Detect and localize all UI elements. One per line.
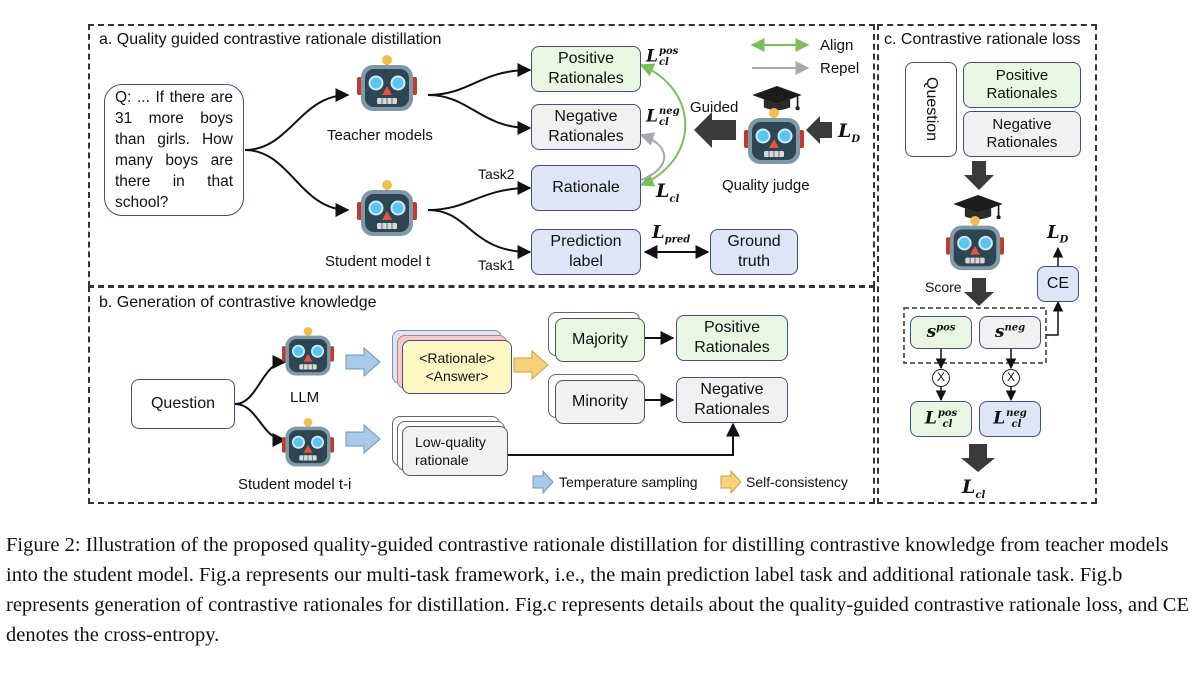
legend-repel-label: Repel — [820, 60, 860, 77]
card-line-2: <Answer> — [425, 368, 489, 384]
majority-box: Majority — [555, 318, 645, 362]
teacher-robot-icon — [357, 55, 417, 112]
task2-label: Task2 — [478, 166, 515, 182]
positive-rationales-b-text: Positive Rationales — [694, 319, 770, 356]
negative-rationales-b-text: Negative Rationales — [694, 381, 770, 418]
student-ti-robot-icon — [282, 418, 334, 468]
prediction-label-box: Prediction label — [531, 229, 641, 275]
positive-rationales-c-box: Positive Rationales — [963, 62, 1081, 108]
loss-cl-label: Lcl — [656, 180, 680, 205]
llm-label: LLM — [290, 389, 320, 406]
llm-robot-icon — [282, 327, 334, 377]
positive-rationales-b-box: Positive Rationales — [676, 315, 788, 361]
s-neg-text: sneg — [994, 322, 1026, 342]
multiply-neg-icon: X — [1002, 369, 1020, 387]
rationale-answer-card: <Rationale> <Answer> — [402, 340, 512, 394]
positive-rationales-box: Positive Rationales — [531, 46, 641, 92]
multiply-pos-icon: X — [932, 369, 950, 387]
rationale-box: Rationale — [531, 165, 641, 211]
minority-box: Minority — [555, 380, 645, 424]
lcl-label-c: Lcl — [962, 476, 986, 501]
negative-rationales-c-box: Negative Rationales — [963, 111, 1081, 157]
ld-label-c: LD — [1047, 222, 1069, 246]
ce-text: CE — [1046, 275, 1070, 292]
negative-rationales-b-box: Negative Rationales — [676, 377, 788, 423]
task1-label: Task1 — [478, 257, 515, 273]
panel-c — [877, 24, 1097, 504]
judge-robot-c-icon — [945, 216, 1005, 272]
minority-text: Minority — [571, 393, 628, 410]
quality-judge-label: Quality judge — [722, 177, 810, 194]
panel-a-title: a. Quality guided contrastive rationale … — [99, 31, 442, 48]
question-box-b: Question — [131, 379, 235, 429]
ground-truth-box: Ground truth — [710, 229, 798, 275]
student-model-label: Student model t — [325, 253, 431, 270]
legend-self-label: Self-consistency — [746, 474, 848, 490]
s-pos-box: spos — [910, 316, 972, 349]
s-neg-box: sneg — [979, 316, 1041, 349]
score-label: Score — [925, 279, 962, 295]
low-quality-box: Low-quality rationale — [402, 426, 508, 476]
question-box: Q: ... If there are 31 more boys than gi… — [104, 84, 244, 216]
ce-box: CE — [1037, 266, 1079, 302]
legend-align-label: Align — [820, 37, 854, 54]
ground-truth-text: Ground truth — [727, 233, 781, 270]
quality-judge-robot-icon — [743, 108, 805, 165]
panel-c-title: c. Contrastive rationale loss — [884, 31, 1081, 48]
student-robot-icon — [357, 180, 417, 237]
positive-rationales-c-text: Positive Rationales — [986, 67, 1058, 102]
legend-temp-label: Temperature sampling — [559, 474, 698, 490]
panel-b — [88, 286, 875, 504]
loss-d-label: LD — [838, 120, 861, 145]
panel-b-title: b. Generation of contrastive knowledge — [99, 294, 377, 311]
question-box-c: Question — [905, 62, 957, 157]
negative-rationales-text: Negative Rationales — [548, 108, 624, 145]
loss-pred-label: Lpred — [652, 222, 691, 246]
question-c-text: Question — [923, 77, 940, 142]
s-pos-text: spos — [926, 322, 956, 342]
majority-text: Majority — [571, 331, 628, 348]
positive-rationales-text: Positive Rationales — [548, 50, 624, 87]
student-ti-label: Student model t-i — [238, 476, 352, 493]
teacher-models-label: Teacher models — [327, 127, 433, 144]
card-line-1: <Rationale> — [419, 350, 495, 366]
guided-label: Guided — [690, 99, 739, 116]
rationale-text: Rationale — [552, 179, 620, 196]
figure-caption: Figure 2: Illustration of the proposed q… — [6, 534, 1189, 646]
low-quality-text: Low-quality rationale — [415, 434, 486, 468]
negative-rationales-c-text: Negative Rationales — [986, 116, 1058, 151]
prediction-label-text: Prediction label — [550, 233, 622, 270]
question-text: Q: ... If there are 31 more boys than gi… — [115, 89, 233, 211]
negative-rationales-box: Negative Rationales — [531, 104, 641, 150]
question-b-text: Question — [150, 395, 216, 412]
